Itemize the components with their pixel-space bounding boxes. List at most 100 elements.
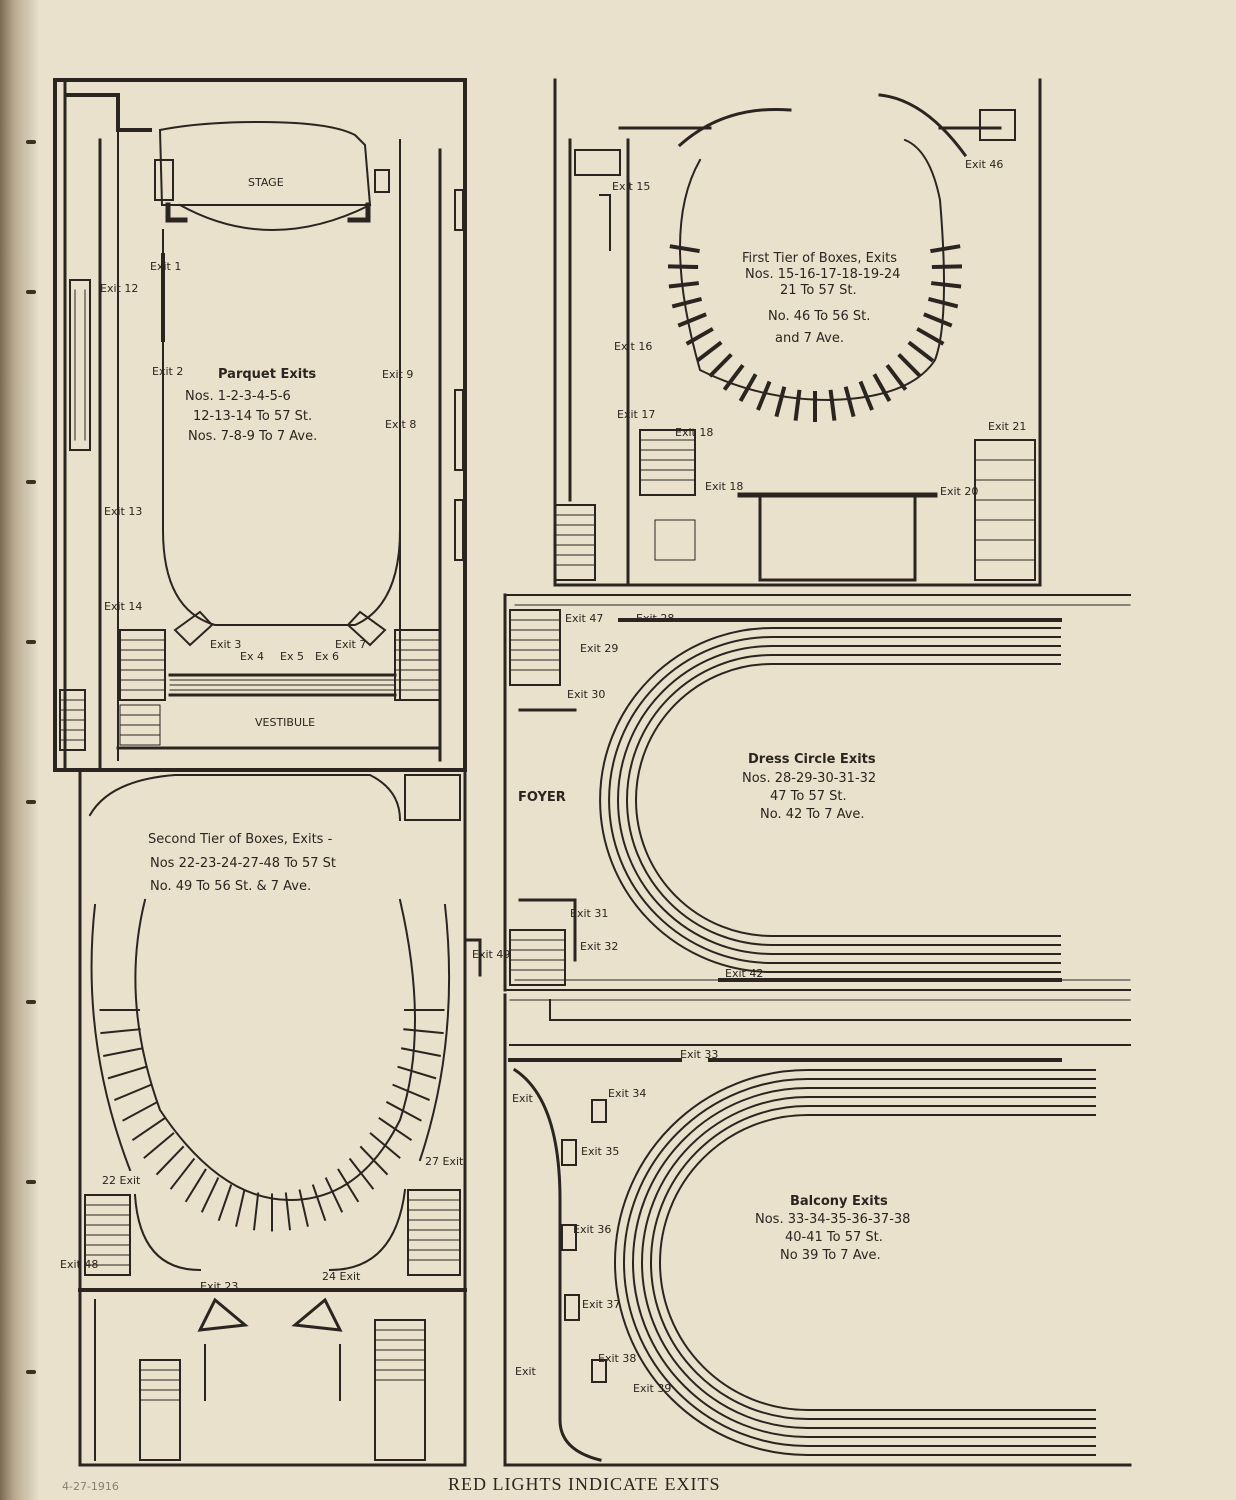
seating-row-arc bbox=[659, 1114, 1096, 1411]
exit-9-label: Exit 9 bbox=[382, 368, 413, 381]
box-partition bbox=[930, 244, 961, 254]
box-partition bbox=[858, 380, 874, 411]
box-partition bbox=[923, 312, 953, 328]
binding-stitch bbox=[26, 640, 36, 644]
box-partition bbox=[184, 1168, 207, 1203]
balcony-line2: 40-41 To 57 St. bbox=[785, 1230, 883, 1245]
box-partition bbox=[897, 353, 922, 378]
exit-49-label: Exit 49 bbox=[472, 948, 510, 961]
binding-stitch bbox=[26, 140, 36, 144]
seating-row-arc bbox=[626, 654, 1061, 946]
stage-label: STAGE bbox=[248, 176, 284, 189]
box-partition bbox=[872, 373, 892, 403]
box-partition bbox=[311, 1184, 327, 1221]
exit-31-label: Exit 31 bbox=[570, 907, 608, 920]
box-partition bbox=[131, 1117, 166, 1141]
parquet-line1: Nos. 1-2-3-4-5-6 bbox=[185, 389, 291, 404]
balcony-plan bbox=[503, 993, 1132, 1467]
box-partition bbox=[927, 296, 959, 309]
box-partition bbox=[722, 363, 745, 391]
balcony-title: Balcony Exits bbox=[790, 1194, 888, 1209]
box-partition bbox=[793, 389, 802, 421]
box-partition bbox=[385, 1100, 422, 1122]
exit-23-label: Exit 23 bbox=[200, 1280, 238, 1293]
exit-30-label: Exit 30 bbox=[567, 688, 605, 701]
balcony-line1: Nos. 33-34-35-36-37-38 bbox=[755, 1212, 910, 1227]
first-tier-plan bbox=[553, 78, 1042, 587]
box-partition bbox=[669, 244, 700, 254]
box-partition bbox=[907, 340, 935, 363]
balcony-line3: No 39 To 7 Ave. bbox=[780, 1248, 881, 1263]
first-tier-line3: No. 46 To 56 St. bbox=[768, 309, 870, 324]
first-tier-line2: 21 To 57 St. bbox=[780, 283, 857, 298]
seating-row-arc bbox=[617, 645, 1061, 955]
box-partition bbox=[122, 1100, 159, 1122]
exit-33-label: Exit 33 bbox=[680, 1048, 718, 1061]
box-partition bbox=[113, 1083, 152, 1102]
balcony-labels: Balcony Exits Nos. 33-34-35-36-37-38 40-… bbox=[512, 1048, 910, 1395]
dress-circle-plan bbox=[503, 593, 1131, 992]
vestibule-label: VESTIBULE bbox=[255, 716, 315, 729]
foyer-label: FOYER bbox=[518, 790, 566, 805]
exit-17-label: Exit 17 bbox=[617, 408, 655, 421]
box-partition bbox=[324, 1177, 344, 1213]
box-partition bbox=[348, 1157, 375, 1190]
second-tier-labels: Second Tier of Boxes, Exits - Nos 22-23-… bbox=[60, 832, 510, 1293]
box-partition bbox=[103, 1047, 144, 1057]
box-partition bbox=[369, 1132, 401, 1159]
exit-22-label: 22 Exit bbox=[102, 1174, 141, 1187]
binding-stitch bbox=[26, 800, 36, 804]
box-partition bbox=[252, 1192, 260, 1231]
binding-stitch bbox=[26, 480, 36, 484]
exit-16-label: Exit 16 bbox=[614, 340, 652, 353]
box-partition bbox=[298, 1189, 309, 1227]
exit-5-label: Ex 5 bbox=[280, 650, 304, 663]
box-partition bbox=[677, 312, 707, 328]
first-tier-line4: and 7 Ave. bbox=[775, 331, 844, 346]
parquet-title: Parquet Exits bbox=[218, 367, 316, 382]
box-partition bbox=[930, 281, 962, 289]
exit-46-label: Exit 46 bbox=[965, 158, 1003, 171]
exit-15-label: Exit 15 bbox=[612, 180, 650, 193]
exit-35-label: Exit 35 bbox=[581, 1145, 619, 1158]
seating-row-arc bbox=[614, 1069, 1096, 1456]
exit-32-label: Exit 32 bbox=[580, 940, 618, 953]
box-partition bbox=[400, 1047, 441, 1057]
box-partition bbox=[378, 1117, 413, 1141]
exit-18a-label: Exit 18 bbox=[675, 426, 713, 439]
seating-row-arc bbox=[635, 663, 1061, 937]
box-partition bbox=[885, 363, 908, 391]
exit-7-label: Exit 7 bbox=[335, 638, 366, 651]
second-tier-title: Second Tier of Boxes, Exits - bbox=[148, 832, 333, 847]
dress-circle-line2: 47 To 57 St. bbox=[770, 789, 847, 804]
dress-circle-line3: No. 42 To 7 Ave. bbox=[760, 807, 865, 822]
binding-stitch bbox=[26, 1180, 36, 1184]
box-partition bbox=[337, 1168, 360, 1203]
exit-39-label: Exit 39 bbox=[633, 1382, 671, 1395]
parquet-plan bbox=[53, 78, 467, 772]
box-partition bbox=[756, 380, 772, 411]
box-partition bbox=[284, 1192, 292, 1231]
footer-caption: RED LIGHTS INDICATE EXITS bbox=[448, 1474, 720, 1494]
exit-34-label: Exit 34 bbox=[608, 1087, 646, 1100]
binding-stitch bbox=[26, 1000, 36, 1004]
box-partition bbox=[392, 1083, 431, 1102]
box-partition bbox=[843, 386, 856, 418]
seating-row-arc bbox=[599, 627, 1061, 973]
box-partition bbox=[235, 1189, 246, 1227]
exit-28-label: Exit 28 bbox=[636, 612, 674, 625]
exit-bottom-label: Exit bbox=[515, 1365, 537, 1378]
box-partition bbox=[931, 264, 963, 270]
exit-24-label: 24 Exit bbox=[322, 1270, 361, 1283]
box-partition bbox=[397, 1065, 437, 1080]
second-tier-line1: Nos 22-23-24-27-48 To 57 St bbox=[150, 856, 336, 871]
parquet-line2: 12-13-14 To 57 St. bbox=[193, 409, 312, 424]
box-partition bbox=[671, 296, 703, 309]
box-partition bbox=[738, 373, 758, 403]
box-partition bbox=[667, 264, 699, 270]
exit-48-label: Exit 48 bbox=[60, 1258, 98, 1271]
exit-36-label: Exit 36 bbox=[573, 1223, 611, 1236]
exit-top-label: Exit bbox=[512, 1092, 534, 1105]
box-partition bbox=[169, 1157, 196, 1190]
